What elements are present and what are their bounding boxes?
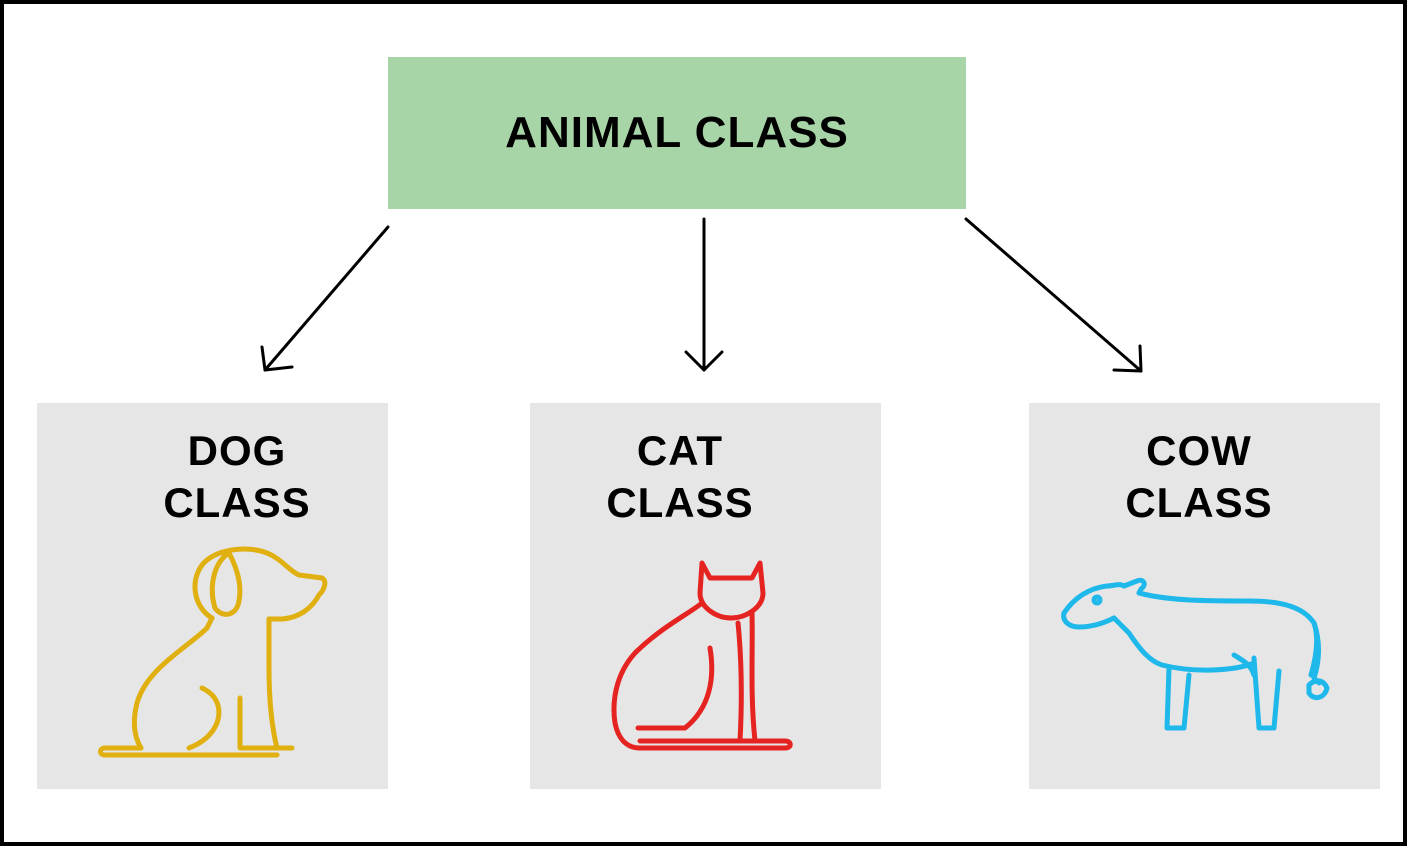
- arrow-to-dog: [260, 225, 390, 372]
- cow-icon: [1061, 577, 1330, 731]
- cat-icon: [611, 560, 793, 751]
- cow-class-box: COW CLASS: [1029, 403, 1380, 789]
- animal-class-label: ANIMAL CLASS: [505, 108, 849, 157]
- dog-class-label: DOG CLASS: [163, 427, 311, 526]
- dog-icon: [98, 546, 328, 758]
- arrow-to-cow: [964, 217, 1143, 373]
- cat-class-label: CAT CLASS: [606, 427, 754, 526]
- dog-class-box: DOG CLASS: [37, 403, 388, 789]
- cow-class-label: COW CLASS: [1125, 427, 1273, 526]
- cat-class-box: CAT CLASS: [530, 403, 881, 789]
- arrow-to-cat: [684, 217, 724, 372]
- animal-class-box: ANIMAL CLASS: [388, 57, 966, 209]
